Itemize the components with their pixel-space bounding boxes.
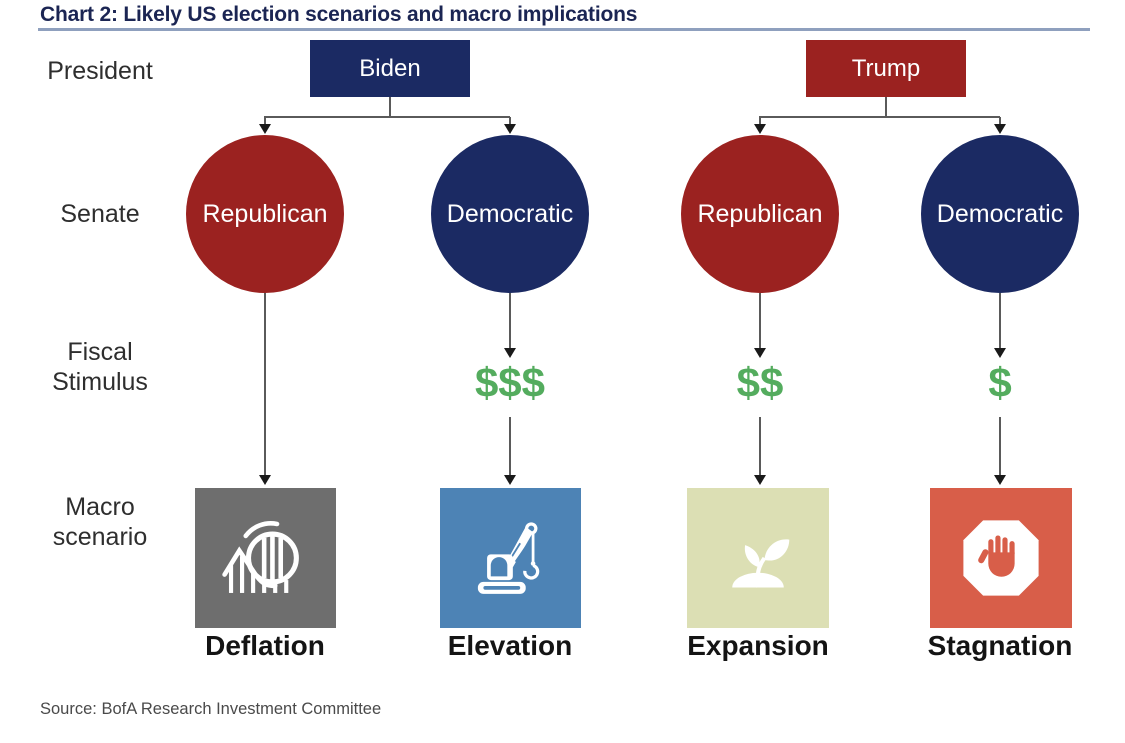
senate-label: Democratic [446, 199, 574, 228]
arrow-down-icon [504, 124, 516, 134]
row-label-fiscal-stimulus: Fiscal Stimulus [52, 338, 148, 396]
senate-label: Republican [202, 199, 328, 228]
row-label-senate: Senate [60, 200, 140, 228]
connector-line [509, 417, 511, 475]
connector-line [999, 417, 1001, 475]
arrow-down-icon [994, 124, 1006, 134]
connector-line [509, 117, 511, 125]
connector-line [759, 116, 1000, 118]
roller-coaster-icon [221, 521, 299, 593]
chart-title: Chart 2: Likely US election scenarios an… [40, 3, 638, 26]
president-label: Trump [851, 54, 921, 82]
seedling-icon [732, 539, 790, 588]
row-label-president: President [47, 57, 153, 85]
fiscal-stimulus-value: $$$ [474, 359, 546, 406]
arrow-down-icon [504, 475, 516, 485]
connector-line [759, 293, 761, 348]
row-label-macro-scenario: Macro scenario [52, 493, 148, 551]
connector-line [759, 417, 761, 475]
connector-line [759, 117, 761, 125]
senate-label: Republican [697, 199, 823, 228]
president-node-trump: Trump [806, 40, 966, 97]
arrow-down-icon [994, 475, 1006, 485]
arrow-down-icon [504, 348, 516, 358]
arrow-down-icon [754, 348, 766, 358]
source-note: Source: BofA Research Investment Committ… [40, 700, 382, 718]
title-underline [38, 28, 1090, 31]
macro-label-elevation: Elevation [447, 630, 573, 661]
senate-circle-democratic: Democratic [921, 135, 1079, 293]
connector-line [389, 97, 391, 117]
arrow-down-icon [754, 475, 766, 485]
macro-label-expansion: Expansion [687, 630, 829, 661]
senate-circle-republican: Republican [186, 135, 344, 293]
arrow-down-icon [754, 124, 766, 134]
crane-icon [477, 522, 539, 594]
arrow-down-icon [259, 475, 271, 485]
president-node-biden: Biden [310, 40, 470, 97]
connector-line [264, 116, 510, 118]
macro-box-elevation [440, 488, 581, 628]
connector-line [999, 117, 1001, 125]
macro-box-stagnation [930, 488, 1072, 628]
president-label: Biden [359, 54, 421, 82]
arrow-down-icon [994, 348, 1006, 358]
connector-line [885, 97, 887, 117]
macro-label-deflation: Deflation [205, 630, 325, 661]
connector-line [999, 293, 1001, 348]
connector-line [264, 117, 266, 125]
macro-box-deflation [195, 488, 336, 628]
connector-line [264, 293, 266, 475]
connector-line [509, 293, 511, 348]
fiscal-stimulus-value: $$ [736, 359, 784, 406]
stop-hand-icon [963, 520, 1039, 596]
senate-circle-democratic: Democratic [431, 135, 589, 293]
macro-label-stagnation: Stagnation [927, 630, 1073, 661]
senate-label: Democratic [936, 199, 1064, 228]
senate-circle-republican: Republican [681, 135, 839, 293]
arrow-down-icon [259, 124, 271, 134]
fiscal-stimulus-value: $ [988, 359, 1012, 406]
macro-box-expansion [687, 488, 829, 628]
